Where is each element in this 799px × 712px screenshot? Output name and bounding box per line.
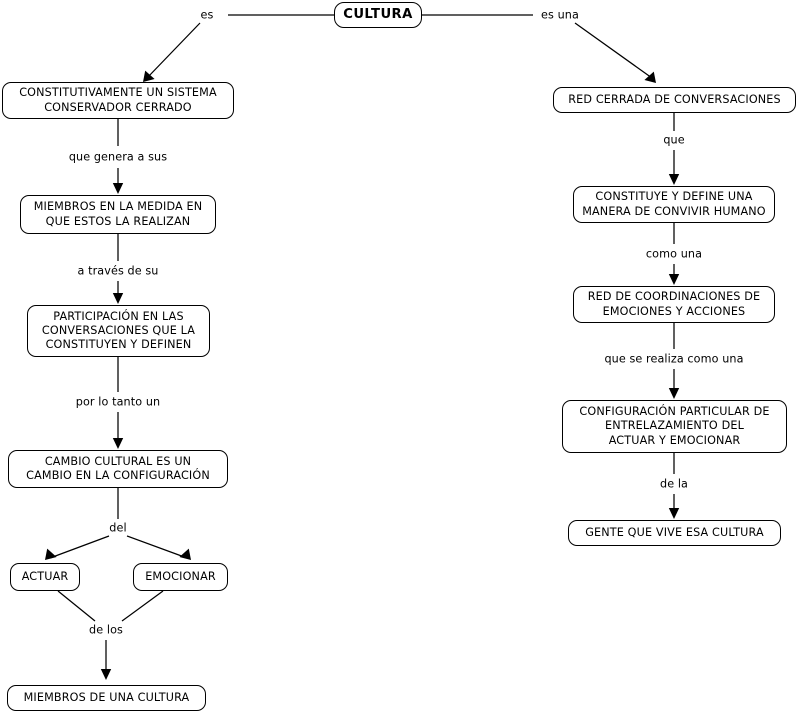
node-cambio-cultural[interactable]: CAMBIO CULTURAL ES UN CAMBIO EN LA CONFI… [8, 450, 228, 488]
arrowhead-edge-como-una [668, 274, 680, 285]
node-miembros-cultura[interactable]: MIEMBROS DE UNA CULTURA [7, 685, 206, 711]
link-label-edge-es: es [197, 8, 217, 22]
edge-line-edge-es [146, 14, 334, 79]
node-constituye-define[interactable]: CONSTITUYE Y DEFINE UNA MANERA DE CONVIV… [573, 186, 775, 223]
arrowhead2-edge-del [179, 548, 191, 560]
arrowhead-edge-de-los [100, 669, 112, 680]
node-miembros-medida[interactable]: MIEMBROS EN LA MEDIDA EN QUE ESTOS LA RE… [20, 195, 216, 234]
link-label-edge-es-una: es una [538, 8, 582, 22]
arrowhead-edge-que-se-realiza-como-una [668, 388, 680, 399]
link-label-edge-de-los: de los [86, 623, 126, 637]
link-label-edge-del: del [106, 521, 130, 535]
arrowhead-edge-que [668, 174, 680, 185]
arrowhead-edge-por-lo-tanto-un [112, 438, 124, 449]
arrowhead-edge-a-traves-de-su [112, 293, 124, 304]
edge-edge-es [143, 14, 334, 82]
node-actuar[interactable]: ACTUAR [10, 563, 80, 591]
edge-line-edge-es-una [422, 14, 653, 79]
link-label-edge-que: que [660, 133, 688, 147]
link-label-edge-como-una: como una [642, 247, 706, 261]
edge-edge-es-una [422, 14, 656, 83]
node-cultura[interactable]: CULTURA [334, 2, 422, 28]
link-label-edge-a-traves-de-su: a través de su [74, 264, 162, 278]
arrowhead-edge-del [45, 548, 57, 560]
node-gente-vive[interactable]: GENTE QUE VIVE ESA CULTURA [568, 520, 781, 546]
arrowhead-edge-de-la [668, 508, 680, 519]
link-label-edge-que-genera-a-sus: que genera a sus [65, 150, 171, 164]
node-emocionar[interactable]: EMOCIONAR [133, 563, 228, 591]
link-label-edge-de-la: de la [656, 477, 692, 491]
edge-edge-que [668, 113, 680, 185]
node-sistema-conservador[interactable]: CONSTITUTIVAMENTE UN SISTEMA CONSERVADOR… [2, 82, 234, 119]
link-label-edge-que-se-realiza-como-una: que se realiza como una [601, 352, 747, 366]
arrowhead-edge-es [143, 70, 155, 82]
arrowhead-edge-es-una [644, 71, 656, 83]
node-red-cerrada[interactable]: RED CERRADA DE CONVERSACIONES [553, 87, 796, 113]
node-participacion-conversaciones[interactable]: PARTICIPACIÓN EN LAS CONVERSACIONES QUE … [27, 305, 210, 357]
node-red-coordinaciones[interactable]: RED DE COORDINACIONES DE EMOCIONES Y ACC… [573, 286, 775, 323]
link-label-edge-por-lo-tanto-un: por lo tanto un [72, 395, 164, 409]
node-configuracion-particular[interactable]: CONFIGURACIÓN PARTICULAR DE ENTRELAZAMIE… [562, 400, 787, 453]
arrowhead-edge-que-genera-a-sus [112, 183, 124, 194]
